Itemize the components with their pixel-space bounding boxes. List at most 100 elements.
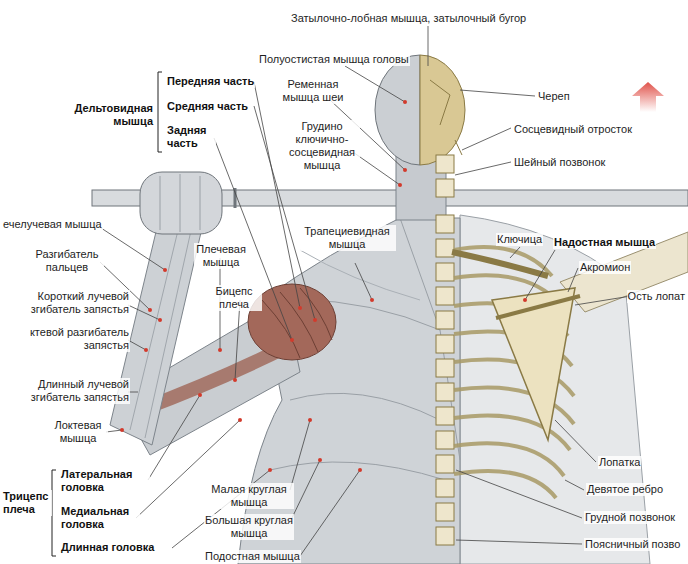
- part-label: Разгибатель пальцев: [30, 248, 104, 274]
- illustration-part: [308, 418, 312, 422]
- illustration-part: [460, 90, 535, 96]
- illustration-part: [158, 318, 162, 322]
- illustration-part: [436, 383, 454, 401]
- part-label: Малая круглая мышца: [204, 483, 294, 509]
- illustration-part: [198, 393, 202, 397]
- illustration-part: [455, 162, 511, 175]
- illustration-part: [568, 268, 578, 292]
- illustration-part: [95, 26, 631, 556]
- part-label: Короткий лучевой згибатель запястья: [2, 290, 130, 316]
- illustration-part: [436, 431, 454, 449]
- illustration-part: [318, 458, 322, 462]
- illustration-part: [575, 296, 631, 305]
- group-label: Задняя часть: [166, 124, 216, 150]
- illustration-part: [313, 318, 317, 322]
- group-label: Латеральная головка: [60, 468, 150, 494]
- illustration-part: [233, 378, 237, 382]
- illustration-part: [492, 288, 575, 440]
- illustration-part: [525, 250, 555, 300]
- part-label: Шейный позвонок: [513, 156, 606, 169]
- group-label: Надостная мышца: [553, 236, 656, 249]
- illustration-part: [234, 188, 237, 208]
- part-label: Сосцевидный отросток: [513, 123, 633, 136]
- illustration-part: [523, 298, 527, 302]
- illustration-part: [268, 468, 272, 472]
- illustration-part: [262, 288, 332, 358]
- illustration-part: [430, 80, 462, 155]
- illustration-part: [436, 455, 454, 473]
- illustration-part: [420, 55, 465, 165]
- illustration-part: [398, 183, 402, 187]
- group-label: Средняя часть: [166, 100, 249, 113]
- illustration-part: [270, 462, 445, 480]
- part-label: Трапециевидная мышца: [298, 225, 396, 251]
- part-label: Длинный лучевой згибатель запястья: [2, 378, 130, 404]
- illustration-part: [298, 306, 302, 310]
- illustration-part: [238, 418, 242, 422]
- illustration-part: [345, 66, 405, 102]
- part-label: Акромион: [579, 261, 631, 274]
- illustration-part: [436, 359, 454, 377]
- part-label: Грудино ключично-сосцевидная мышца: [284, 120, 360, 172]
- illustration-part: [290, 420, 310, 490]
- illustration-part: [436, 335, 454, 353]
- illustration-part: [403, 168, 407, 172]
- illustration-part: [148, 308, 152, 312]
- part-label: Затылочно-лобная мышца, затылочный бугор: [290, 12, 527, 25]
- part-label: Полуостистая мышца головы: [258, 53, 410, 66]
- group-label: Передняя часть: [166, 75, 255, 88]
- illustration-part: [403, 100, 407, 104]
- part-label: Ключица: [496, 233, 543, 246]
- part-label: Плечевая мышца: [194, 243, 248, 269]
- illustration-part: [436, 479, 454, 497]
- illustration-part: [106, 430, 122, 432]
- illustration-part: [290, 460, 320, 522]
- illustration-part: [436, 503, 454, 521]
- illustration-part: [555, 420, 596, 462]
- group-label: Длинная головка: [60, 541, 155, 554]
- illustration-part: [510, 247, 520, 258]
- part-label: ктевой разгибатель запястья: [2, 326, 130, 352]
- illustration-part: [355, 263, 372, 300]
- illustration-part: [238, 218, 460, 564]
- illustration-part: [218, 348, 222, 352]
- illustration-part: [140, 172, 222, 234]
- illustration-part: [456, 470, 582, 518]
- part-label: Ременная мышца шеи: [272, 78, 354, 104]
- illustration-part: [632, 82, 664, 112]
- illustration-part: [428, 26, 429, 66]
- illustration-part: [454, 247, 574, 498]
- illustration-part: [436, 407, 454, 425]
- part-label: ечелучевая мышца: [2, 218, 103, 231]
- illustration-part: [128, 305, 160, 320]
- part-label: Подостная мышца: [204, 550, 301, 563]
- illustration-part: [452, 252, 548, 276]
- illustration-part: [400, 218, 460, 460]
- illustration-part: [462, 128, 511, 150]
- part-label: Большая круглая мышца: [204, 514, 294, 540]
- illustration-part: [436, 263, 454, 281]
- illustration-part: [436, 215, 454, 233]
- illustration-part: [95, 224, 165, 270]
- illustration-part: [163, 268, 167, 272]
- group-label: Дельтовидная мышца: [56, 102, 154, 128]
- part-label: Грудной позвонок: [584, 511, 676, 524]
- group-label: Медиальная головка: [60, 505, 140, 531]
- illustration-part: [565, 480, 584, 490]
- group-label: Трицепс плеча: [2, 490, 52, 516]
- illustration-part: [160, 174, 200, 232]
- illustration-part: [370, 298, 374, 302]
- illustration-part: [52, 470, 56, 556]
- part-label: Поясничный позво: [584, 538, 681, 551]
- illustration-part: [290, 393, 440, 420]
- illustration-part: [436, 311, 454, 329]
- illustration-part: [158, 72, 162, 152]
- illustration-part: [358, 468, 362, 472]
- illustration-part: [300, 470, 360, 556]
- illustration-part: [120, 100, 527, 472]
- part-label: Локтевая мышца: [48, 419, 108, 445]
- part-label: Бицепс плеча: [206, 285, 262, 311]
- illustration-part: [436, 179, 454, 197]
- illustration-part: [436, 287, 454, 305]
